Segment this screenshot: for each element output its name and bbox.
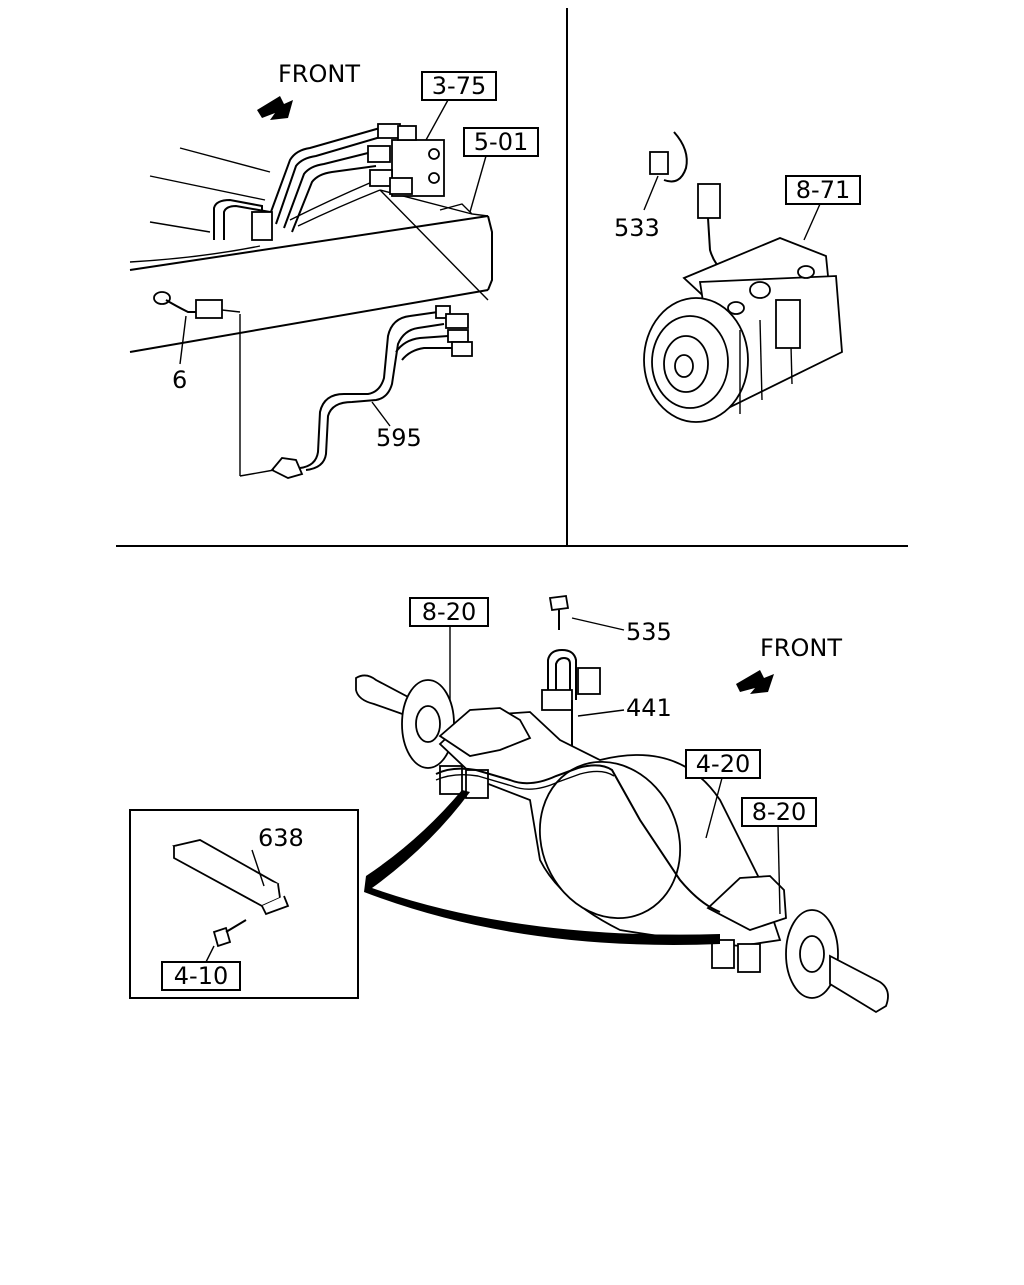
front-label-bottom: FRONT	[760, 634, 842, 662]
front-direction-arrow-top: FRONT	[257, 60, 360, 120]
part-638-label: 638	[258, 824, 304, 852]
part-6-label: 6	[172, 366, 187, 394]
ref-8-20-left-label: 8-20	[422, 598, 476, 626]
brake-pipes-top	[213, 127, 385, 241]
ref-box-8-71: 8-71	[785, 175, 861, 241]
brake-pipe-axle	[435, 764, 721, 913]
ref-box-8-20-left: 8-20	[409, 597, 489, 722]
front-label-top: FRONT	[278, 60, 360, 88]
leader-valve-to-harness	[379, 189, 489, 301]
detail-inset-panel: 638 4-10	[129, 809, 359, 999]
bracket-638	[172, 839, 290, 916]
bolt-535	[548, 594, 625, 631]
ref-4-10-label: 4-10	[174, 962, 228, 990]
leader-595	[371, 401, 391, 427]
ref-3-75-label: 3-75	[432, 72, 486, 100]
ref-box-4-20: 4-20	[685, 749, 761, 839]
part-535-label: 535	[626, 618, 672, 646]
bolt-4-10	[205, 919, 247, 963]
ref-box-8-20-right: 8-20	[741, 797, 817, 915]
connector-6	[153, 291, 241, 365]
ref-5-01-label: 5-01	[474, 128, 528, 156]
panel-dividers	[116, 8, 908, 547]
front-direction-arrow-bottom: FRONT	[736, 634, 842, 694]
ref-box-3-75: 3-75	[421, 71, 497, 141]
connector-533	[643, 131, 688, 211]
ref-box-5-01: 5-01	[463, 127, 539, 213]
part-595-label: 595	[376, 424, 422, 452]
ref-8-20-right-label: 8-20	[752, 798, 806, 826]
brake-valve-assembly	[367, 123, 445, 197]
rear-axle-housing	[355, 674, 889, 1014]
part-441-label: 441	[626, 694, 672, 722]
ref-4-20-label: 4-20	[696, 750, 750, 778]
ac-compressor	[643, 237, 843, 423]
wiring-harness-595	[239, 305, 473, 479]
ref-8-71-label: 8-71	[796, 176, 850, 204]
part-533-label: 533	[614, 214, 660, 242]
